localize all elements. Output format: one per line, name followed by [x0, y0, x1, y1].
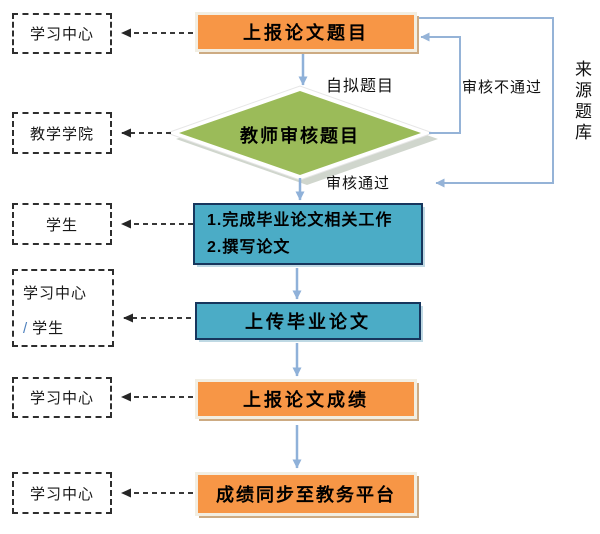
actor-label: 学习中心 — [29, 390, 94, 407]
loop-source-bank — [417, 17, 554, 188]
actor-label: 学习中心 — [29, 485, 94, 503]
node-upload-thesis: 上传毕业论文 — [195, 302, 421, 340]
node-sync-grade-platform: 成绩同步至教务平台 — [195, 472, 417, 516]
decision-diamond — [179, 91, 421, 175]
loop-review-failed — [420, 32, 461, 134]
slash-separator: / — [23, 320, 29, 337]
edge-label-review-failed: 审核不通过 — [462, 79, 543, 96]
actor-label: 学习中心 — [29, 26, 94, 43]
node-label-line1: 1.完成毕业论文相关工作 — [207, 212, 393, 229]
actor-label-line2-text: 学生 — [32, 320, 65, 337]
node-report-thesis-grade: 上报论文成绩 — [195, 379, 417, 419]
node-label: 上报论文题目 — [243, 23, 369, 43]
actor-label-line1: 学习中心 — [23, 285, 88, 302]
edge-label-self-proposed-title: 自拟题目 — [326, 78, 395, 95]
actor-box-learning-center-3: 学习中心 — [12, 472, 112, 514]
node-label: 上报论文成绩 — [243, 390, 369, 410]
actor-label: 学生 — [45, 216, 78, 234]
actor-multi-label: 学习中心 /学生 — [14, 271, 87, 338]
node-thesis-work: 1.完成毕业论文相关工作 2.撰写论文 — [193, 203, 423, 265]
actor-box-learning-center-or-student: 学习中心 /学生 — [12, 269, 114, 347]
node-teacher-review-title: 教师审核题目 — [240, 126, 360, 146]
actor-box-teaching-college: 教学学院 — [12, 112, 112, 154]
actor-box-learning-center-1: 学习中心 — [12, 13, 112, 54]
node-label-line2: 2.撰写论文 — [207, 239, 291, 256]
edge-label-source-question-bank: 来源题库 — [572, 60, 591, 144]
actor-box-learning-center-2: 学习中心 — [12, 377, 112, 418]
node-label: 上传毕业论文 — [245, 312, 371, 332]
actor-label: 教学学院 — [29, 125, 94, 143]
actor-box-student: 学生 — [12, 203, 112, 245]
edge-label-review-passed: 审核通过 — [326, 175, 391, 192]
node-report-thesis-title: 上报论文题目 — [195, 12, 417, 52]
node-label: 成绩同步至教务平台 — [216, 485, 396, 505]
actor-label-line2: /学生 — [23, 317, 87, 338]
